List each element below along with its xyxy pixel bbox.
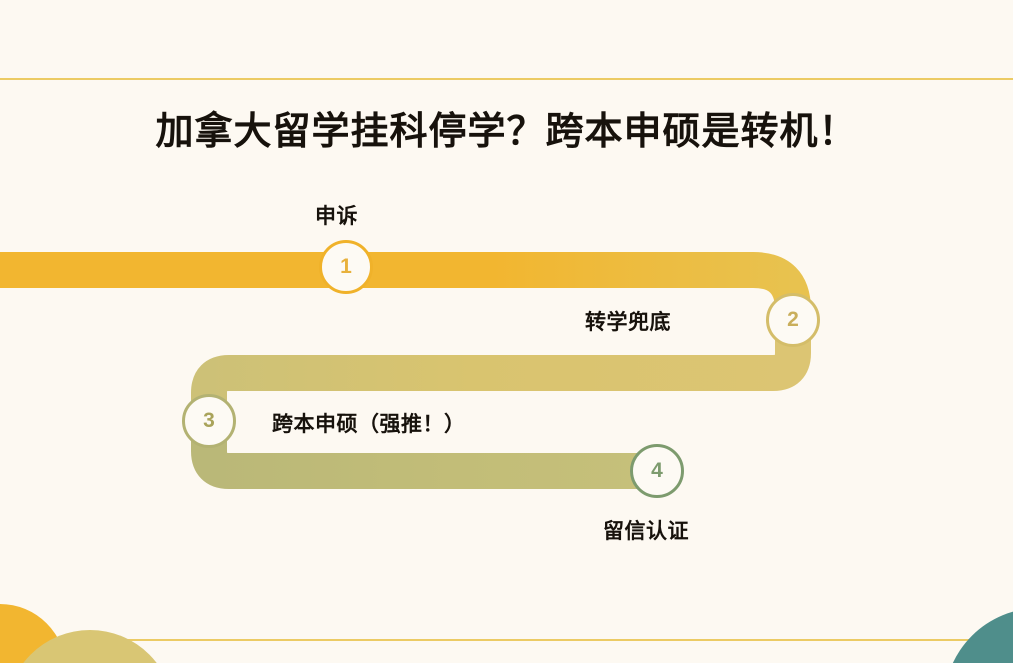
ribbon-segment-2 — [191, 320, 811, 421]
page-title: 加拿大留学挂科停学？跨本申硕是转机！ — [155, 111, 858, 153]
step-node-2[interactable]: 2 — [766, 293, 820, 347]
ribbon-segment-3 — [191, 421, 657, 489]
step-label-3: 跨本申硕（强推！） — [272, 413, 466, 436]
bottom-divider-line — [0, 639, 1013, 641]
top-divider-line — [0, 78, 1013, 80]
step-label-2: 转学兜底 — [585, 311, 671, 334]
step-label-1: 申诉 — [315, 205, 358, 228]
step-label-4: 留信认证 — [603, 520, 689, 543]
step-node-1[interactable]: 1 — [319, 240, 373, 294]
step-node-4[interactable]: 4 — [630, 444, 684, 498]
step-node-3[interactable]: 3 — [182, 394, 236, 448]
ribbon-segment-1 — [0, 252, 811, 320]
